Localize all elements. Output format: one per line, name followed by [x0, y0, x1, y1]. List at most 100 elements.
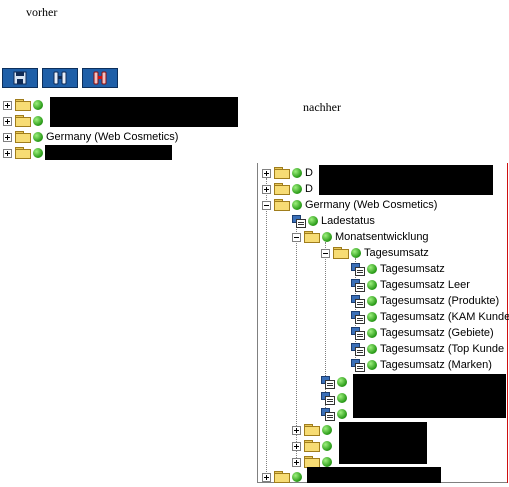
report-icon: [351, 326, 365, 340]
tree-label: D: [305, 167, 313, 179]
tree-row-report[interactable]: Tagesumsatz (Top Kunde: [351, 341, 504, 357]
folder-icon: [15, 147, 31, 159]
tree-row[interactable]: [3, 113, 46, 129]
status-green-icon: [337, 393, 347, 403]
tree-label: Germany (Web Cosmetics): [46, 131, 179, 143]
tree-row-report[interactable]: Tagesumsatz: [351, 261, 445, 277]
tree-row-report[interactable]: Tagesumsatz (KAM Kunde: [351, 309, 509, 325]
tree-row-monatsentwicklung[interactable]: Monatsentwicklung: [292, 229, 429, 245]
save-icon: [13, 71, 27, 85]
expand-icon[interactable]: [292, 457, 301, 467]
report-icon: [351, 358, 365, 372]
report-icon: [321, 375, 335, 389]
tree-row-germany[interactable]: Germany (Web Cosmetics): [3, 129, 178, 145]
folder-open-icon: [304, 231, 320, 243]
status-green-icon: [322, 425, 332, 435]
tree-row[interactable]: D: [262, 165, 313, 181]
tree-row-report[interactable]: [321, 374, 347, 390]
status-green-icon: [292, 472, 302, 482]
tree-label: D: [305, 183, 313, 195]
expand-icon[interactable]: [262, 184, 271, 194]
status-green-icon: [337, 377, 347, 387]
expand-icon[interactable]: [3, 116, 12, 126]
redaction-block: [353, 374, 506, 418]
status-green-icon: [292, 200, 302, 210]
collapse-icon[interactable]: [262, 200, 271, 210]
tree-row-ladestatus[interactable]: Ladestatus: [292, 213, 375, 229]
tree-row[interactable]: [3, 97, 46, 113]
tree-row[interactable]: [3, 145, 46, 161]
status-green-icon: [33, 148, 43, 158]
status-green-icon: [367, 360, 377, 370]
status-green-icon: [322, 457, 332, 467]
panel-edge: [507, 163, 508, 483]
tree-label: Tagesumsatz Leer: [380, 279, 470, 291]
tree-label: Germany (Web Cosmetics): [305, 199, 438, 211]
tree-row[interactable]: [262, 469, 302, 485]
tree-label: Tagesumsatz: [364, 247, 429, 259]
expand-icon[interactable]: [292, 425, 301, 435]
tree-row-report[interactable]: [321, 406, 347, 422]
redaction-block: [339, 422, 427, 464]
folder-open-icon: [333, 247, 349, 259]
status-green-icon: [367, 280, 377, 290]
tree-row-report[interactable]: [321, 390, 347, 406]
collapse-icon[interactable]: [321, 248, 330, 258]
tree-row-report[interactable]: Tagesumsatz Leer: [351, 277, 470, 293]
redaction-block: [50, 97, 238, 127]
collapse-icon[interactable]: [292, 232, 301, 242]
tree-row-report[interactable]: Tagesumsatz (Produkte): [351, 293, 499, 309]
find-button[interactable]: [42, 68, 78, 88]
binoculars-red-icon: [93, 71, 107, 85]
tree-row[interactable]: [292, 438, 332, 454]
report-icon: [292, 214, 306, 228]
folder-icon: [15, 99, 31, 111]
caption-before: vorher: [26, 5, 58, 19]
status-green-icon: [367, 264, 377, 274]
tree-label: Ladestatus: [321, 215, 375, 227]
tree-row[interactable]: [292, 422, 332, 438]
expand-icon[interactable]: [262, 472, 271, 482]
status-green-icon: [308, 216, 318, 226]
caption-after: nachher: [303, 100, 341, 114]
toolbar: [2, 68, 118, 88]
status-green-icon: [33, 116, 43, 126]
folder-icon: [15, 131, 31, 143]
status-green-icon: [322, 441, 332, 451]
redaction-block: [45, 145, 172, 160]
tree-row-report[interactable]: Tagesumsatz (Gebiete): [351, 325, 494, 341]
tree-label: Monatsentwicklung: [335, 231, 429, 243]
status-green-icon: [292, 184, 302, 194]
tree-label: Tagesumsatz: [380, 263, 445, 275]
status-green-icon: [322, 232, 332, 242]
binoculars-icon: [53, 71, 67, 85]
report-icon: [321, 391, 335, 405]
report-icon: [351, 342, 365, 356]
tree-label: Tagesumsatz (KAM Kunde: [380, 311, 509, 323]
tree-label: Tagesumsatz (Produkte): [380, 295, 500, 307]
save-button[interactable]: [2, 68, 38, 88]
tree-label: Tagesumsatz (Gebiete): [380, 327, 494, 339]
expand-icon[interactable]: [3, 148, 12, 158]
expand-icon[interactable]: [292, 441, 301, 451]
report-icon: [351, 278, 365, 292]
tree-row-germany[interactable]: Germany (Web Cosmetics): [262, 197, 437, 213]
tree-row-report[interactable]: Tagesumsatz (Marken): [351, 357, 492, 373]
tree-row-tagesumsatz-folder[interactable]: Tagesumsatz: [321, 245, 429, 261]
expand-icon[interactable]: [262, 168, 271, 178]
expand-icon[interactable]: [3, 100, 12, 110]
report-icon: [351, 310, 365, 324]
status-green-icon: [367, 344, 377, 354]
expand-icon[interactable]: [3, 132, 12, 142]
folder-icon: [274, 167, 290, 179]
tree-row[interactable]: D: [262, 181, 313, 197]
folder-icon: [304, 424, 320, 436]
tree-label: Tagesumsatz (Marken): [380, 359, 492, 371]
redaction-block: [319, 165, 493, 195]
redaction-block: [307, 467, 441, 483]
status-green-icon: [351, 248, 361, 258]
report-icon: [321, 407, 335, 421]
status-green-icon: [292, 168, 302, 178]
folder-icon: [304, 440, 320, 452]
find-next-button[interactable]: [82, 68, 118, 88]
